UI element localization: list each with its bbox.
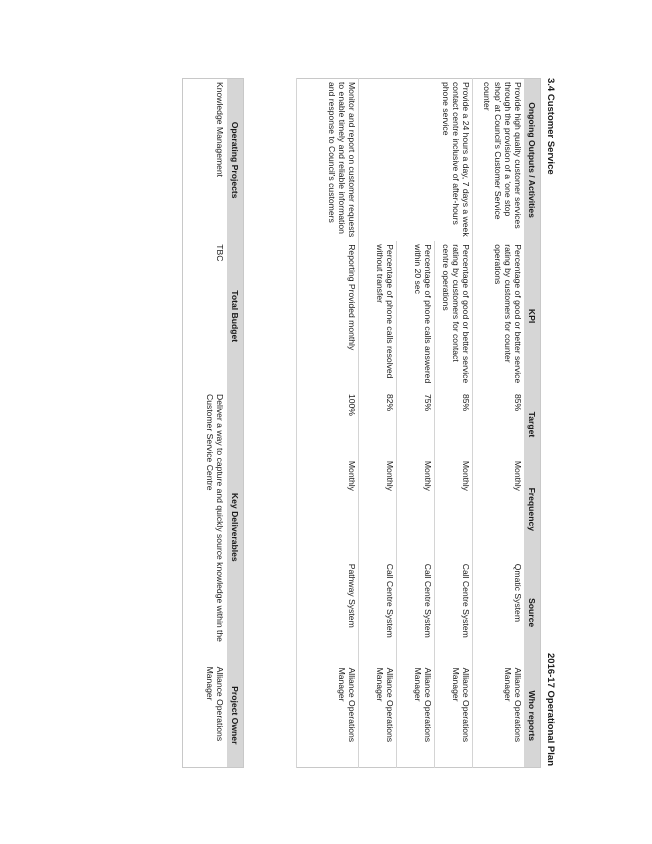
who-reports-cell: Alliance Operations Manager: [472, 664, 524, 768]
table-header-row: Ongoing Outputs / Activities KPI Target …: [523, 78, 541, 768]
column-header: Ongoing Outputs / Activities: [523, 78, 541, 242]
kpi-cell: Percentage of phone calls answered withi…: [396, 241, 435, 391]
column-header: Who reports: [523, 664, 541, 768]
project-name-cell: Knowledge Management: [214, 82, 225, 178]
column-header: Total Budget: [226, 241, 244, 392]
frequency-cell: Monthly: [472, 457, 524, 561]
activity-cell: Provide high quality customer services t…: [472, 78, 524, 242]
table-header-row: Operating Projects Total Budget Key Deli…: [226, 78, 244, 768]
kpi-cell: Percentage of good or better service rat…: [434, 241, 473, 391]
column-header: Key Deliverables: [226, 391, 244, 664]
ongoing-outputs-table: Ongoing Outputs / Activities KPI Target …: [296, 78, 541, 768]
frequency-cell: Monthly: [358, 457, 397, 561]
table-row: Monitor and report on customer requests …: [296, 78, 359, 768]
source-cell: Call Centre System: [434, 560, 473, 665]
key-deliverables-cell: Deliver a way to capture and quickly sou…: [204, 394, 225, 642]
activity-cell: Monitor and report on customer requests …: [296, 78, 359, 242]
column-header: Project Owner: [226, 663, 244, 768]
frequency-cell: Monthly: [434, 457, 473, 561]
project-owner-cell: Alliance Operations Manager: [204, 666, 225, 742]
column-header: Target: [523, 390, 541, 458]
kpi-cell: Reporting Provided monthly: [296, 241, 359, 391]
column-header: Source: [523, 560, 541, 665]
column-header: KPI: [523, 241, 541, 391]
who-reports-cell: Alliance Operations Manager: [396, 664, 435, 768]
activity-cell: Provide a 24 hours a day, 7 days a week …: [358, 78, 473, 242]
operating-projects-table: Operating Projects Total Budget Key Deli…: [181, 78, 244, 768]
target-cell: 82%: [358, 390, 397, 458]
frequency-cell: Monthly: [396, 457, 435, 561]
column-header: Frequency: [523, 457, 541, 561]
plan-title: 2016-17 Operational Plan: [545, 653, 556, 766]
target-cell: 85%: [434, 390, 473, 458]
target-cell: 75%: [396, 390, 435, 458]
source-cell: Call Centre System: [396, 560, 435, 665]
who-reports-cell: Alliance Operations Manager: [434, 664, 473, 768]
column-header: Operating Projects: [226, 78, 244, 242]
table-row: Knowledge Management TBC Deliver a way t…: [182, 79, 227, 768]
frequency-cell: Monthly: [296, 457, 359, 561]
source-cell: Qmatic System: [472, 560, 524, 665]
section-title: 3.4 Customer Service: [545, 78, 556, 175]
who-reports-cell: Alliance Operations Manager: [358, 664, 397, 768]
target-cell: 85%: [472, 390, 524, 458]
table-row: Provide high quality customer services t…: [472, 78, 524, 768]
source-cell: Call Centre System: [358, 560, 397, 665]
target-cell: 100%: [296, 390, 359, 458]
source-cell: Pathway System: [296, 560, 359, 665]
table-row: Provide a 24 hours a day, 7 days a week …: [358, 78, 473, 768]
who-reports-cell: Alliance Operations Manager: [296, 664, 359, 768]
kpi-cell: Percentage of phone calls resolved witho…: [358, 241, 397, 391]
kpi-cell: Percentage of good or better service rat…: [472, 241, 524, 391]
total-budget-cell: TBC: [214, 244, 225, 262]
